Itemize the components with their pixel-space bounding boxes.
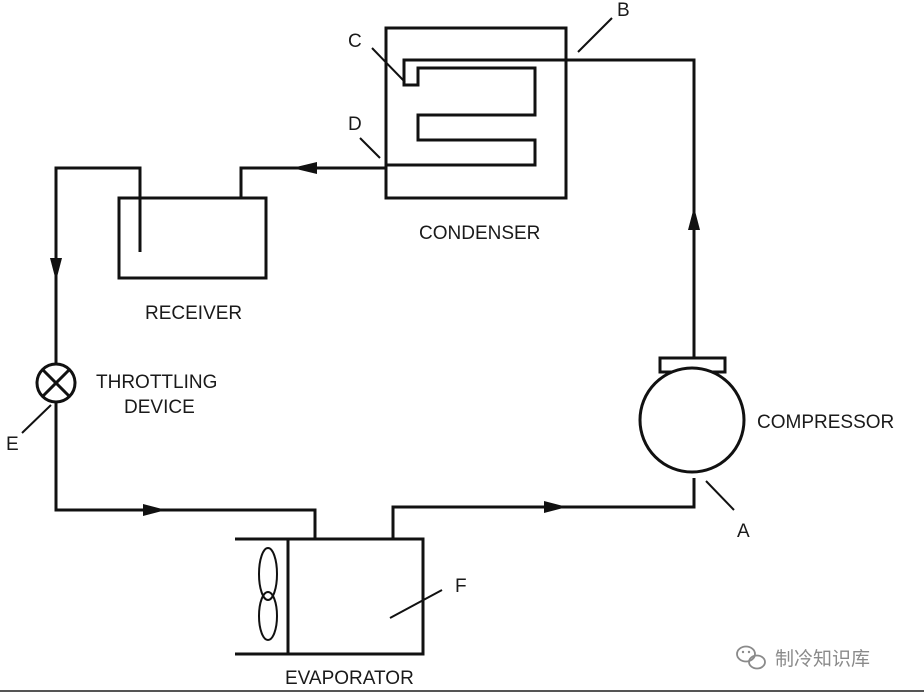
leader-e [21,404,52,434]
throttling-device-label-line1: THROTTLING [96,372,217,393]
point-f-label: F [455,576,467,597]
liquid-down-flow-arrow [50,258,62,281]
wechat-icon [736,645,766,670]
receiver-label: RECEIVER [145,303,242,324]
expansion-line [54,402,317,539]
compressor-label: COMPRESSOR [757,412,894,433]
liquid-flow-arrow [292,162,317,174]
suction-line [391,478,696,539]
evaporator-box [286,537,425,656]
liquid-line-to-receiver [239,166,386,198]
receiver-box [117,196,268,280]
watermark-text: 制冷知识库 [775,648,870,670]
suction-flow-arrow [544,501,567,513]
discharge-flow-arrow [688,207,700,230]
discharge-line [566,58,696,358]
condenser-box [384,26,568,200]
expansion-flow-arrow [143,504,166,516]
leader-f [389,589,443,619]
point-e-label: E [6,434,19,455]
watermark: 制冷知识库 [736,645,870,670]
evaporator-fan-icon [258,547,278,641]
point-a-label: A [737,521,750,542]
leader-a [705,480,735,511]
throttling-cross-2 [41,368,71,398]
leader-c [371,47,406,83]
condenser-label: CONDENSER [419,223,540,244]
bottom-border [0,690,924,692]
point-d-label: D [348,114,362,135]
leader-b [577,17,613,53]
compressor-body [638,366,746,474]
point-c-label: C [348,31,362,52]
evaporator-label: EVAPORATOR [285,668,414,689]
throttling-device-label-line2: DEVICE [124,397,195,418]
leader-d [359,137,381,159]
point-b-label: B [617,0,630,21]
